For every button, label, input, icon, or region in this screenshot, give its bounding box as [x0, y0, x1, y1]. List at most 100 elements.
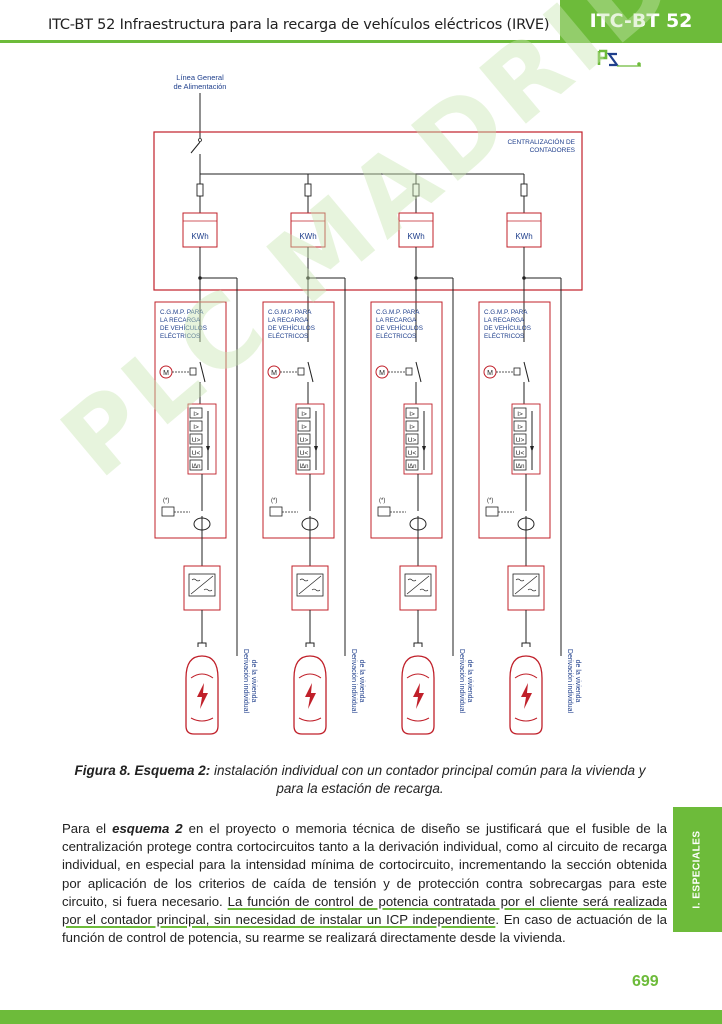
relay-cell: [189, 420, 203, 432]
relay-cell: [513, 407, 527, 419]
ac-wave: [515, 578, 525, 582]
optional-mark: (*): [271, 498, 277, 504]
relay-cell: [405, 420, 419, 432]
relay-cell: [405, 407, 419, 419]
arrow-icon: [314, 446, 318, 452]
relay-cell: [297, 420, 311, 432]
body-text-3: . En caso de actuación de la función de …: [62, 912, 667, 946]
car-rear-window: [406, 717, 430, 722]
kwh-meter-label: KWh: [407, 232, 424, 241]
converter-diagonal: [298, 575, 322, 595]
ac-wave: [191, 578, 201, 582]
protection-label: C.G.M.P. PARA: [268, 309, 312, 316]
optional-device-icon: [161, 506, 175, 517]
relay-cell: [405, 459, 419, 471]
car-windshield: [514, 673, 538, 679]
car-windshield: [406, 673, 430, 679]
kwh-meter: [182, 212, 218, 248]
breaker-switch-icon: [523, 361, 530, 383]
car-rear-window: [514, 717, 538, 722]
installation-diagram: Línea General de Alimentación CENTRALIZA…: [153, 73, 583, 735]
relay-label: I>: [517, 411, 523, 418]
protection-label: ELÉCTRICOS: [484, 331, 524, 340]
car-windshield: [298, 673, 322, 679]
kwh-meter-label: KWh: [191, 232, 208, 241]
body-text-1: Para el: [62, 821, 113, 836]
ac-wave: [527, 588, 537, 592]
idn-label: IΔn: [515, 464, 524, 470]
relay-cell: [297, 459, 311, 471]
supply-label: Línea General: [176, 73, 224, 82]
motor-label: M: [163, 370, 169, 377]
breaker-mechanism-icon: [405, 367, 413, 376]
protection-label: ELÉCTRICOS: [268, 331, 308, 340]
derivation-label-2: de la vivienda: [466, 660, 473, 703]
optional-mark: (*): [379, 498, 385, 504]
lightning-icon: [197, 683, 208, 709]
main-switch-icon: [190, 141, 201, 154]
protection-label: DE VEHÍCULOS: [160, 323, 207, 332]
lightning-icon: [305, 683, 316, 709]
relay-label: U>: [300, 437, 309, 444]
protection-label: ELÉCTRICOS: [376, 331, 416, 340]
relay-cell: [513, 420, 527, 432]
body-text-2: en el proyecto o memoria técnica de dise…: [62, 821, 667, 909]
figure-caption: Figura 8. Esquema 2: instalación individ…: [60, 762, 660, 798]
relay-label: U<: [192, 450, 201, 457]
kwh-meter-label: KWh: [299, 232, 316, 241]
protection-box: [154, 301, 227, 539]
body-paragraph: Para el esquema 2 en el proyecto o memor…: [62, 820, 667, 947]
breaker-mechanism-icon: [297, 367, 305, 376]
section-tab: ITC-BT 52: [560, 0, 722, 42]
derivation-label-2: de la vivienda: [358, 660, 365, 703]
relay-cell: [513, 433, 527, 445]
relay-cell: [297, 446, 311, 458]
relay-label: U>: [192, 437, 201, 444]
converter-diagonal: [406, 575, 430, 595]
meter-centralization-box: [153, 131, 583, 291]
kwh-meter: [506, 212, 542, 248]
meter-box-label: CENTRALIZACIÓN DE: [507, 137, 575, 146]
supply-label-2: de Alimentación: [174, 82, 227, 91]
protection-box: [478, 301, 551, 539]
relay-label: U<: [300, 450, 309, 457]
side-tab-label: I. ESPECIALES: [692, 830, 703, 909]
arrow-icon: [530, 446, 534, 452]
relay-label: I>: [409, 411, 415, 418]
converter-diagonal: [190, 575, 214, 595]
derivation-label: Derivación individual: [458, 649, 465, 714]
meter-box-label-2: CONTADORES: [530, 147, 576, 154]
relay-label: U>: [516, 437, 525, 444]
ac-wave: [311, 588, 321, 592]
derivation-label: Derivación individual: [350, 649, 357, 714]
relay-cell: [513, 446, 527, 458]
side-tab-label-wrap: I. ESPECIALES: [673, 807, 722, 932]
lightning-icon: [521, 683, 532, 709]
relay-cell: [297, 407, 311, 419]
relay-label: I>: [301, 411, 307, 418]
breaker-mechanism-icon: [189, 367, 197, 376]
car-rear-window: [298, 717, 322, 722]
breaker-switch-icon: [307, 361, 314, 383]
relay-label: U>: [408, 437, 417, 444]
relay-label: I>: [301, 424, 307, 431]
derivation-label-2: de la vivienda: [250, 660, 257, 703]
plug-icon: [521, 642, 531, 647]
side-tab: [673, 807, 722, 932]
derivation-label: Derivación individual: [566, 649, 573, 714]
protection-label: C.G.M.P. PARA: [484, 309, 528, 316]
protection-label: DE VEHÍCULOS: [268, 323, 315, 332]
protection-label: LA RECARGA: [268, 317, 309, 324]
protection-label: LA RECARGA: [484, 317, 525, 324]
converter-diagonal: [514, 575, 538, 595]
relay-cell: [189, 407, 203, 419]
protection-box: [370, 301, 443, 539]
relay-cell: [189, 459, 203, 471]
optional-device-icon: [377, 506, 391, 517]
protection-label: ELÉCTRICOS: [160, 331, 200, 340]
caption-text: instalación individual con un contador p…: [214, 763, 646, 796]
optional-mark: (*): [163, 498, 169, 504]
kwh-meter: [398, 212, 434, 248]
derivation-label: Derivación individual: [242, 649, 249, 714]
